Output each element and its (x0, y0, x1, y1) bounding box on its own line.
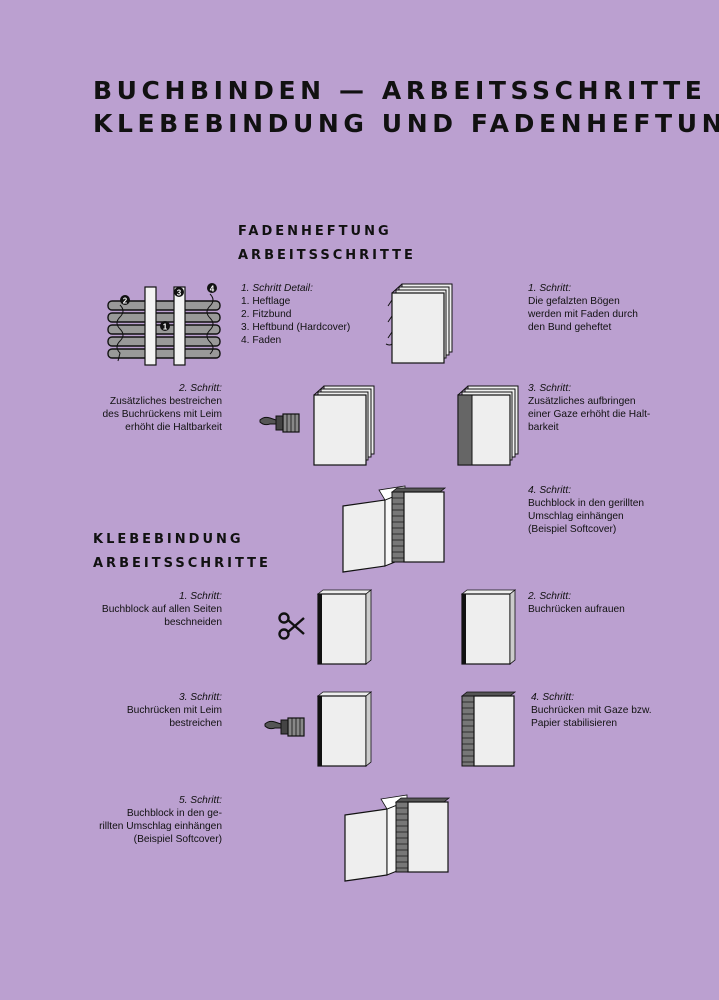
klebebindung-step-1-text: 1. Schritt: Buchblock auf allen Seiten b… (102, 590, 222, 629)
detail-marker: 4 (207, 283, 217, 294)
step-description: Zusätzliches aufbringen einer Gaze erhöh… (528, 396, 651, 433)
step-heading: 1. Schritt: (528, 283, 572, 294)
detail-legend-item: 4. Faden (241, 335, 282, 346)
step-description: Buchrücken aufrauen (528, 604, 625, 615)
sewing-detail-illustration: 2 1 3 4 (107, 283, 221, 366)
fadenheftung-step-4-illustration (342, 485, 446, 573)
svg-text:3: 3 (177, 289, 182, 298)
klebebindung-step-3-illustration (264, 691, 372, 767)
klebebindung-step-1-illustration (278, 589, 372, 665)
klebebindung-heading: KLEBEBINDUNG ARBEITSSCHRITTE (93, 528, 271, 576)
step-heading: 2. Schritt: (178, 383, 222, 394)
fadenheftung-heading: FADENHEFTUNG ARBEITSSCHRITTE (238, 220, 416, 268)
step-description: Buchblock auf allen Seiten beschneiden (101, 604, 222, 628)
svg-text:4: 4 (210, 285, 215, 294)
fadenheftung-step-4-text: 4. Schritt: Buchblock in den gerillten U… (528, 484, 644, 536)
klebebindung-step-2-text: 2. Schritt: Buchrücken aufrauen (528, 590, 625, 616)
step-heading: 5. Schritt: (178, 795, 222, 806)
klebebindung-step-4-illustration (461, 691, 516, 767)
klebebindung-heading-line-1: KLEBEBINDUNG (93, 532, 244, 547)
step-description: Buchrücken mit Gaze bzw. Papier stabilis… (531, 705, 652, 729)
fadenheftung-heading-line-1: FADENHEFTUNG (238, 224, 392, 239)
detail-legend-heading: 1. Schritt Detail: (241, 283, 313, 294)
klebebindung-step-3-text: 3. Schritt: Buchrücken mit Leim bestreic… (127, 691, 222, 730)
title-line-2: KLEBEBINDUNG UND FADENHEFTUNG (93, 109, 719, 138)
detail-legend: 1. Schritt Detail: 1. Heftlage 2. Fitzbu… (241, 282, 350, 347)
fadenheftung-step-3-illustration (457, 385, 519, 466)
klebebindung-step-2-illustration (461, 589, 516, 665)
svg-text:2: 2 (123, 297, 128, 306)
klebebindung-step-4-text: 4. Schritt: Buchrücken mit Gaze bzw. Pap… (531, 691, 652, 730)
step-description: Buchrücken mit Leim bestreichen (126, 705, 222, 729)
fadenheftung-step-1-text: 1. Schritt: Die gefalzten Bögen werden m… (528, 282, 638, 334)
step-description: Die gefalzten Bögen werden mit Faden dur… (528, 296, 638, 333)
fadenheftung-heading-line-2: ARBEITSSCHRITTE (238, 248, 416, 263)
step-heading: 1. Schritt: (178, 591, 222, 602)
detail-marker: 1 (160, 321, 170, 332)
step-heading: 4. Schritt: (528, 485, 572, 496)
detail-legend-item: 3. Heftbund (Hardcover) (241, 322, 351, 333)
scissors-icon (278, 612, 305, 640)
title-line-1: BUCHBINDEN — ARBEITSSCHRITTE (93, 76, 707, 105)
detail-marker: 3 (174, 287, 184, 298)
klebebindung-heading-line-2: ARBEITSSCHRITTE (93, 556, 271, 571)
fadenheftung-step-2-illustration (259, 385, 375, 466)
step-heading: 4. Schritt: (531, 692, 575, 703)
step-description: Zusätzliches bestreichen des Buchrückens… (102, 396, 222, 433)
detail-legend-list: 1. Heftlage 2. Fitzbund 3. Heftbund (Har… (241, 295, 350, 347)
page-title: BUCHBINDEN — ARBEITSSCHRITTE KLEBEBINDUN… (93, 74, 719, 140)
step-heading: 3. Schritt: (528, 383, 572, 394)
step-description: Buchblock in den gerillten Umschlag einh… (528, 498, 645, 535)
detail-marker: 2 (120, 295, 130, 306)
step-description: Buchblock in den ge- rillten Umschlag ei… (99, 808, 222, 845)
fadenheftung-step-3-text: 3. Schritt: Zusätzliches aufbringen eine… (528, 382, 650, 434)
svg-text:1: 1 (163, 323, 168, 332)
fadenheftung-step-2-text: 2. Schritt: Zusätzliches bestreichen des… (103, 382, 222, 434)
step-heading: 3. Schritt: (178, 692, 222, 703)
klebebindung-step-5-text: 5. Schritt: Buchblock in den ge- rillten… (99, 794, 222, 846)
klebebindung-step-5-illustration (344, 794, 450, 882)
fadenheftung-step-1-illustration (385, 283, 453, 364)
detail-legend-item: 1. Heftlage (241, 296, 291, 307)
detail-legend-item: 2. Fitzbund (241, 309, 292, 320)
step-heading: 2. Schritt: (528, 591, 572, 602)
